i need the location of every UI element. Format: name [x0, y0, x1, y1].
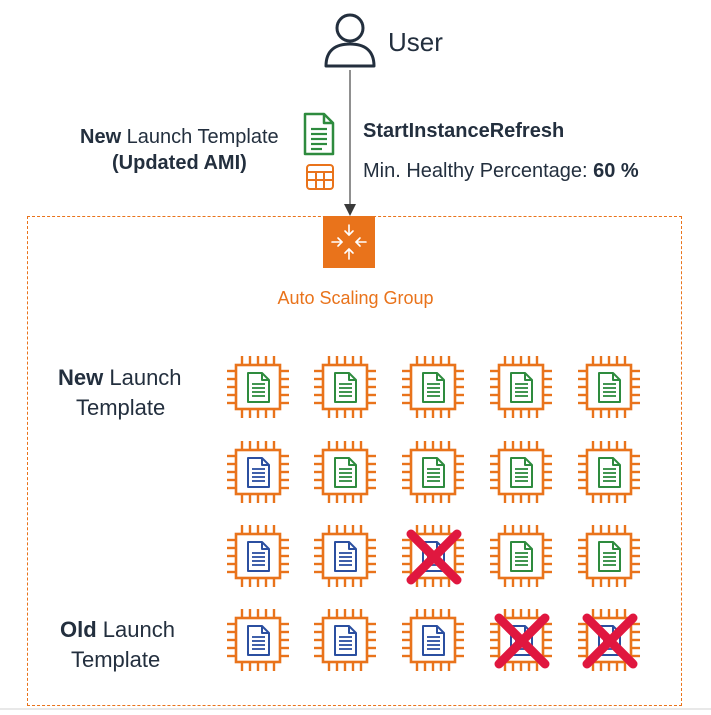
- ec2-instance-new: [575, 522, 643, 590]
- ec2-instance-new: [311, 353, 379, 421]
- ec2-instance-terminated: [399, 522, 467, 590]
- ec2-instance-old: [311, 606, 379, 674]
- ec2-instance-new: [224, 353, 292, 421]
- document-icon: [303, 112, 335, 156]
- api-call-label: StartInstanceRefresh: [363, 120, 565, 142]
- ec2-instance-new: [487, 438, 555, 506]
- auto-scaling-group-icon: [323, 216, 375, 268]
- ec2-instance-new: [575, 438, 643, 506]
- ec2-instance-old: [224, 522, 292, 590]
- request-arrow: [344, 70, 356, 216]
- new-template-subtitle: (Updated AMI): [112, 152, 247, 174]
- ec2-instance-old: [224, 606, 292, 674]
- user-label: User: [388, 27, 443, 57]
- new-template-row-label: New Launch Template: [58, 365, 182, 420]
- ec2-instance-new: [487, 522, 555, 590]
- ec2-instance-new: [575, 353, 643, 421]
- ec2-instance-terminated: [487, 606, 555, 674]
- launch-template-icon: [306, 164, 334, 190]
- ec2-instance-old: [399, 606, 467, 674]
- bottom-rule: [0, 708, 711, 710]
- old-template-row-label: Old Launch Template: [60, 617, 175, 672]
- ec2-instance-new: [311, 438, 379, 506]
- new-template-title: New Launch Template: [80, 126, 279, 148]
- user-icon: [324, 13, 376, 68]
- ec2-instance-old: [224, 438, 292, 506]
- ec2-instance-new: [399, 438, 467, 506]
- auto-scaling-group-label: Auto Scaling Group: [277, 288, 434, 308]
- min-healthy-percentage: Min. Healthy Percentage: 60 %: [363, 160, 639, 182]
- ec2-instance-new: [399, 353, 467, 421]
- ec2-instance-new: [487, 353, 555, 421]
- ec2-instance-old: [311, 522, 379, 590]
- ec2-instance-terminated: [575, 606, 643, 674]
